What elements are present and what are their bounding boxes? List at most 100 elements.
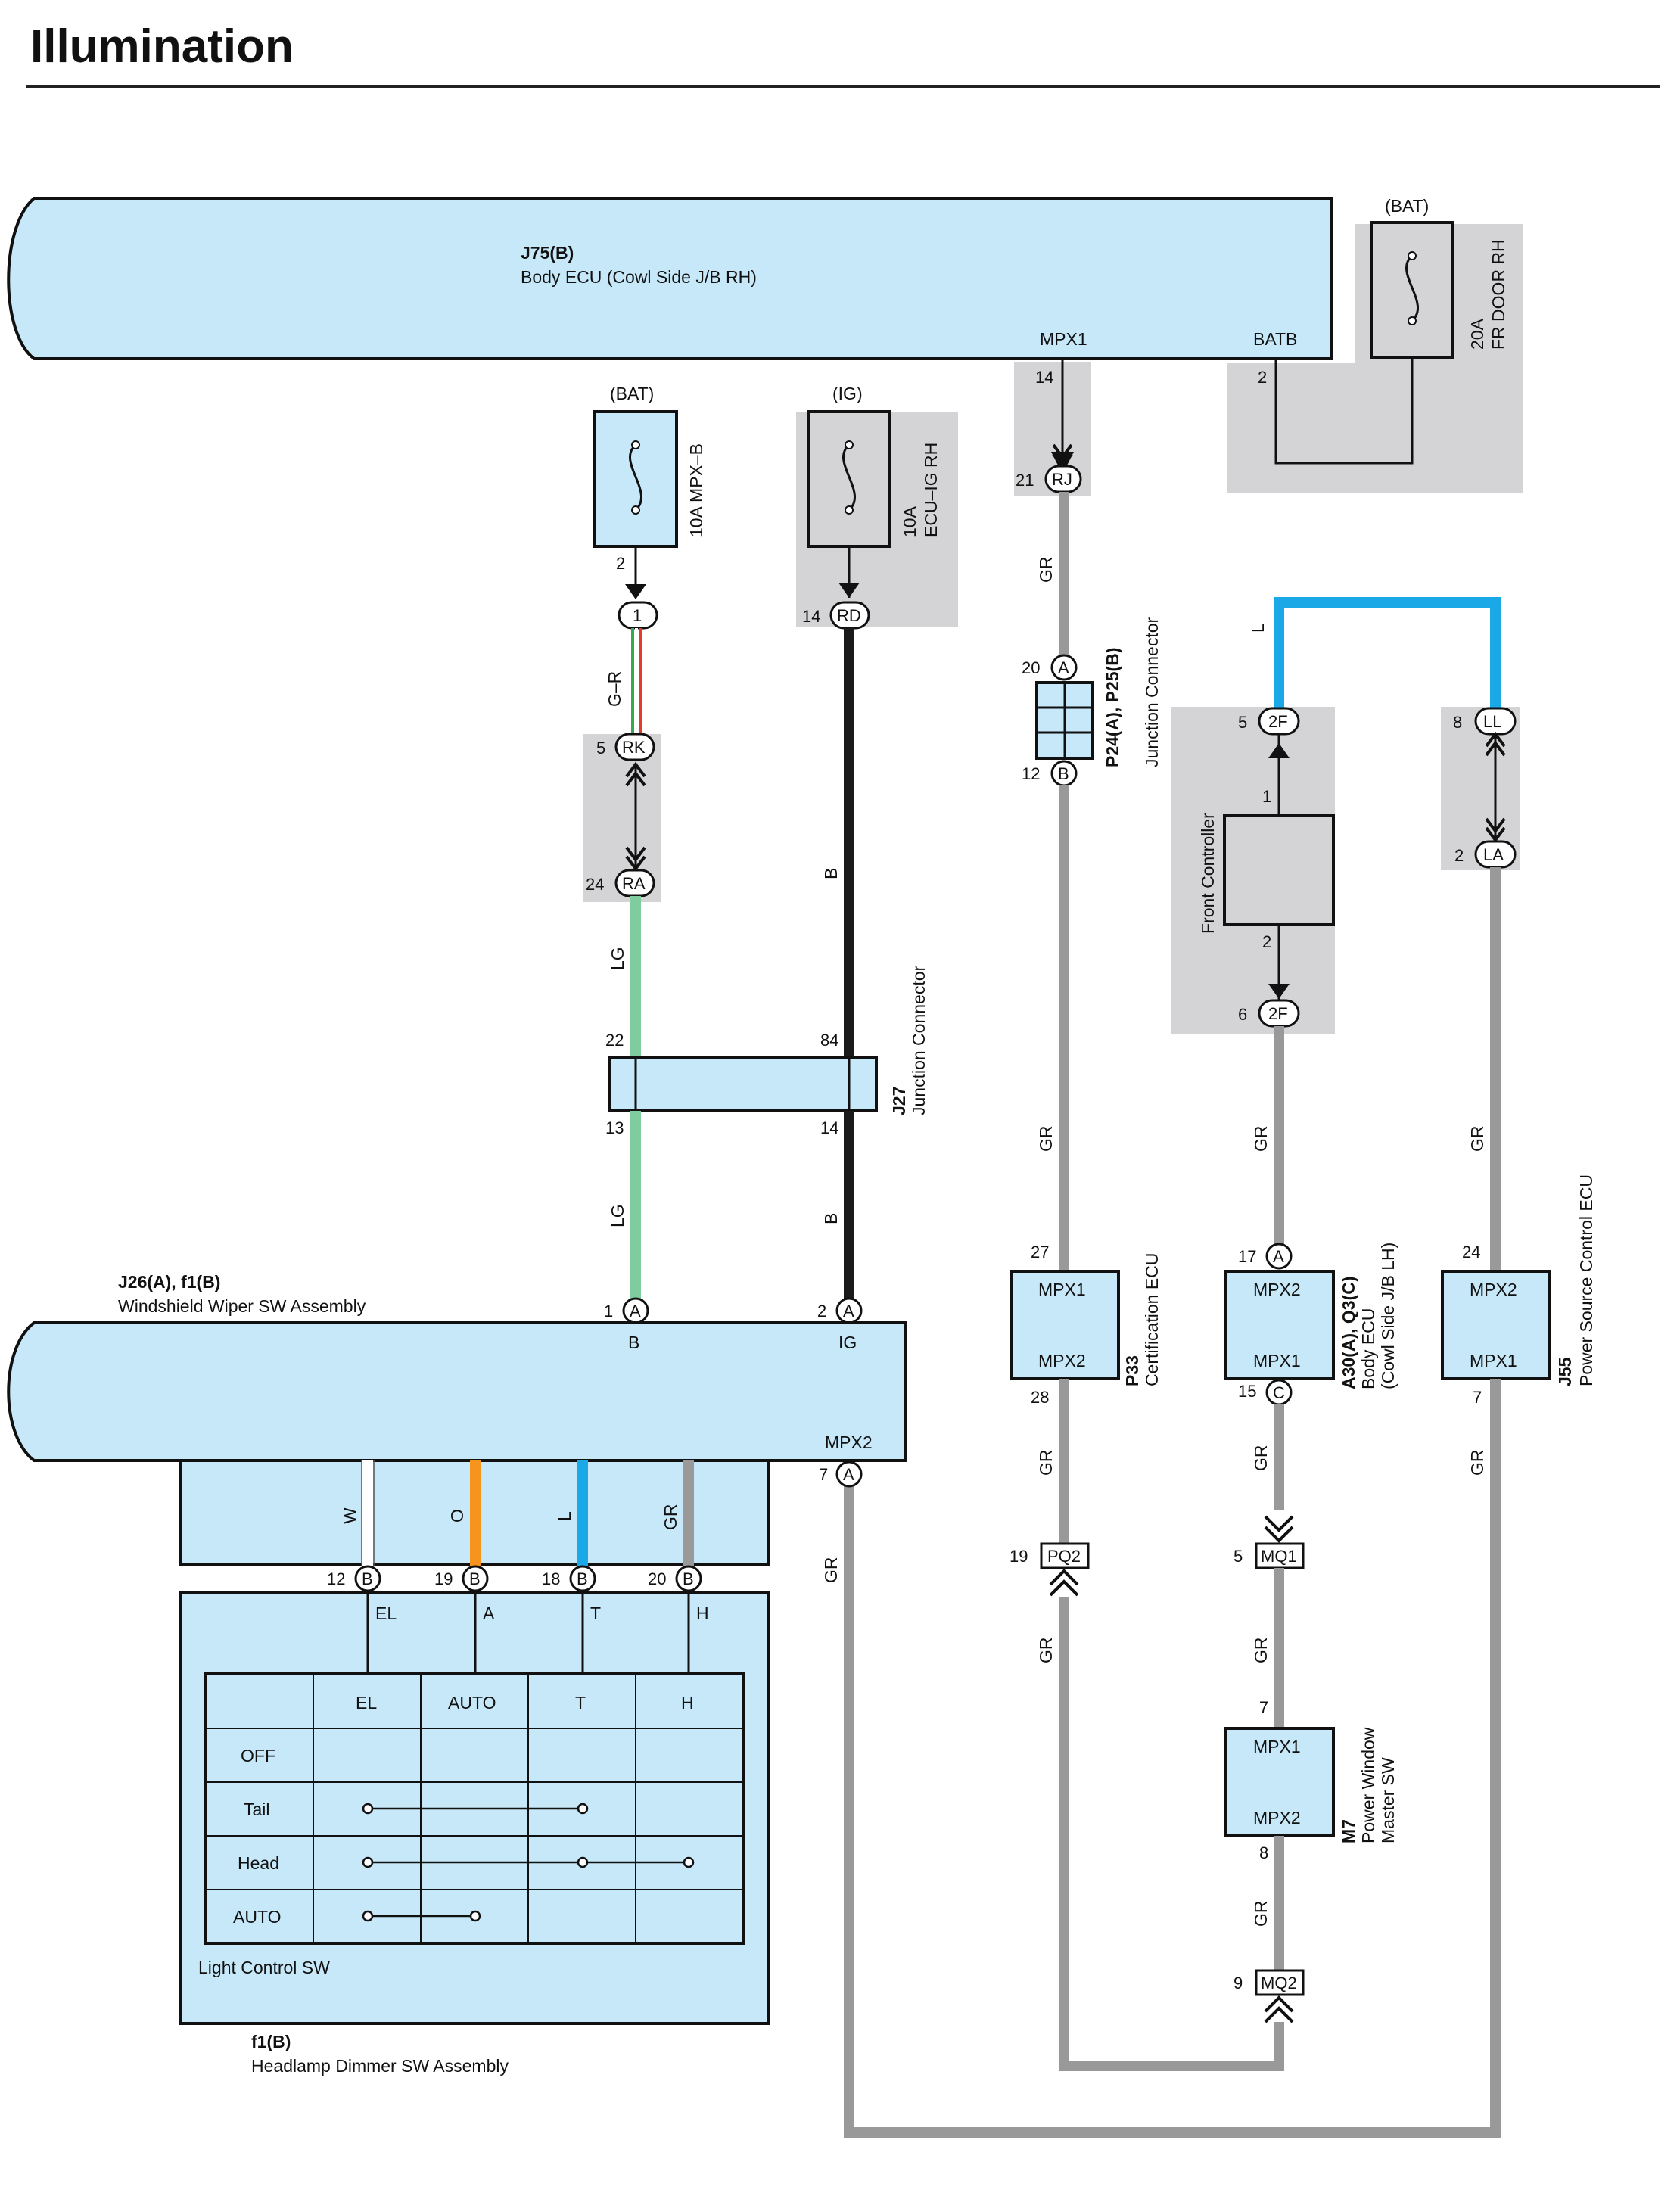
pin-14-rd: 14 [802, 607, 820, 626]
wire-label-b-2: B [821, 1213, 841, 1224]
fuse-ecuig-source: (IG) [832, 384, 863, 403]
certification-ecu-top: MPX1 [1038, 1280, 1086, 1299]
connector-p24-a-label: A [1058, 658, 1069, 677]
switch-term-el: EL [375, 1604, 397, 1623]
connector-p24-b-label: B [1058, 764, 1069, 783]
wiper-sw-code: J26(A), f1(B) [118, 1272, 220, 1292]
switch-row-head: Head [238, 1853, 279, 1873]
pin-19-b: 19 [434, 1569, 453, 1588]
pin-7-j55: 7 [1473, 1388, 1482, 1407]
j27-name: Junction Connector [909, 965, 929, 1115]
body-ecu-rh-name: Body ECU (Cowl Side J/B RH) [521, 267, 757, 287]
wire-gr-pq2-mq2-loop [1059, 1597, 1284, 2071]
connector-p24-a [1050, 654, 1078, 681]
wire-label-lg-2: LG [608, 1204, 627, 1227]
arrow-2f-bottom [1268, 984, 1290, 999]
pin-label-batb: BATB [1253, 329, 1297, 349]
connector-rk-label: RK [622, 738, 646, 757]
power-window-sw-box [1224, 1727, 1335, 1837]
switch-col-el: EL [356, 1693, 377, 1712]
headlamp-dimmer-code: f1(B) [251, 2032, 291, 2051]
power-window-sw-code: M7 [1339, 1819, 1358, 1843]
pin-19-pq2: 19 [1010, 1547, 1028, 1566]
switch-term-t: T [590, 1604, 601, 1623]
connector-rk [614, 733, 655, 761]
pin-20-b: 20 [648, 1569, 666, 1588]
page-title: Illumination [30, 20, 294, 73]
connector-wiper-7a [835, 1460, 863, 1488]
switch-table: EL AUTO T H OFF Tail Head AUTO [204, 1672, 745, 1945]
connector-ra-label: RA [622, 874, 646, 893]
certification-ecu-box [1010, 1270, 1120, 1380]
fuse-ecuig-element [842, 443, 856, 512]
pin-18-b: 18 [542, 1569, 560, 1588]
pin-5-2f: 5 [1238, 713, 1247, 732]
switch-term-a: A [483, 1604, 495, 1623]
wire-label-gr-2: GR [1036, 1126, 1056, 1152]
wire-label-b-1: B [821, 868, 841, 879]
pin-2-batb: 2 [1258, 368, 1267, 387]
connector-b-18-label: B [577, 1569, 588, 1588]
pin-5-mq1: 5 [1234, 1547, 1243, 1566]
front-controller-name: Front Controller [1198, 813, 1218, 934]
fuse-fr-door-rating: 20A [1467, 318, 1487, 350]
power-source-ecu-bottom: MPX1 [1470, 1351, 1517, 1370]
wire-label-gr-12: GR [661, 1504, 680, 1531]
wire-label-gr-4: GR [1467, 1126, 1487, 1152]
pq2-up-arrow [1049, 1569, 1079, 1597]
body-ecu-lh-box [1224, 1270, 1335, 1380]
connector-b-20-label: B [683, 1569, 694, 1588]
pin-24-ra: 24 [586, 875, 604, 894]
fuse-fr-door-name: FR DOOR RH [1489, 239, 1508, 350]
pin-14-j27: 14 [820, 1118, 838, 1137]
pin-7-wiper: 7 [819, 1465, 828, 1484]
connector-pq2 [1040, 1542, 1090, 1569]
certification-ecu-name: Certification ECU [1142, 1253, 1162, 1386]
body-ecu-rh-block [7, 197, 1333, 360]
pin-1-wiper: 1 [604, 1302, 613, 1320]
pin-9-mq2: 9 [1234, 1974, 1243, 1992]
body-ecu-lh-top: MPX2 [1253, 1280, 1301, 1299]
wire-label-gr-10: GR [1467, 1450, 1487, 1476]
mq1-down-arrow [1264, 1515, 1294, 1543]
wire-label-lg-1: LG [608, 947, 627, 970]
mq2-up-arrow [1264, 1995, 1294, 2023]
power-source-ecu-code: J55 [1555, 1357, 1575, 1386]
wire-label-l-2: L [555, 1511, 574, 1521]
fuse-fr-door-source: (BAT) [1385, 196, 1429, 216]
certification-ecu-bottom: MPX2 [1038, 1351, 1086, 1370]
light-control-sw-name: Light Control SW [198, 1958, 330, 1977]
pin-2-mpxb: 2 [616, 554, 625, 573]
connector-mq2 [1255, 1969, 1305, 1996]
pin-13-j27: 13 [605, 1118, 624, 1137]
connector-wiper-1a-label: A [630, 1302, 641, 1320]
fuse-ecuig-name: ECU–IG RH [921, 443, 941, 537]
arrow-2f-top [1268, 743, 1290, 758]
wire-label-l: L [1248, 623, 1268, 633]
wire-batb-fuse [1274, 357, 1414, 465]
front-controller-box [1223, 814, 1335, 926]
switch-row-auto: AUTO [233, 1907, 281, 1927]
wiper-pin-b-label: B [628, 1333, 639, 1352]
power-window-sw-bottom: MPX2 [1253, 1808, 1301, 1828]
pin-15-q3: 15 [1238, 1382, 1256, 1401]
pin-12-p24: 12 [1022, 764, 1040, 783]
connector-2f-bottom-label: 2F [1268, 1004, 1288, 1023]
j27-connector [608, 1056, 878, 1112]
switch-row-off: OFF [241, 1746, 275, 1765]
wire-label-o: O [447, 1509, 467, 1523]
pin-84-j27: 84 [820, 1031, 838, 1050]
connector-ll-label: LL [1483, 712, 1501, 731]
connector-wiper-7a-label: A [843, 1465, 854, 1484]
connector-pq2-label: PQ2 [1047, 1547, 1081, 1566]
pin-8-ll: 8 [1453, 713, 1462, 732]
pin-7-m7: 7 [1259, 1698, 1268, 1717]
connector-q3-c-label: C [1273, 1383, 1285, 1402]
connector-2f-top-label: 2F [1268, 712, 1288, 731]
connector-rd-label: RD [837, 606, 861, 625]
switch-col-t: T [575, 1693, 586, 1712]
pin-17-a30: 17 [1238, 1247, 1256, 1266]
certification-ecu-code: P33 [1122, 1355, 1142, 1386]
wire-label-gr-6: GR [1251, 1445, 1271, 1472]
